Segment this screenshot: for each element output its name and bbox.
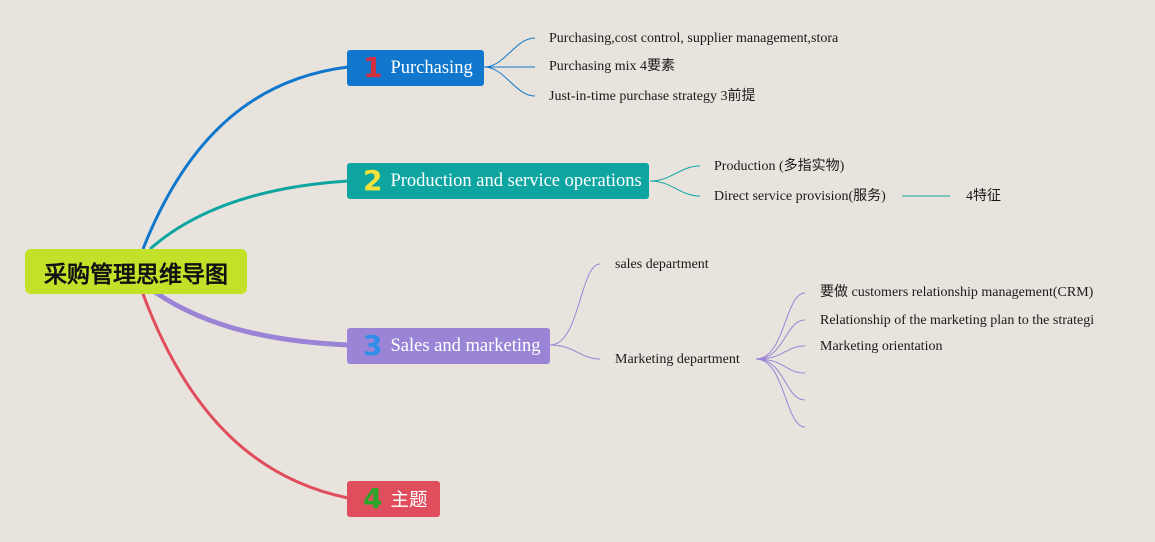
leaf-marketing-3[interactable]: Marketing orientation (820, 339, 943, 354)
branch-number-3: 3 (363, 329, 383, 362)
leaf-production-grandchild[interactable]: 4特征 (966, 189, 1001, 204)
root-label: 采购管理思维导图 (44, 261, 228, 288)
link-root-sales (153, 289, 349, 348)
leaf-production-2[interactable]: Direct service provision(服务) (714, 189, 886, 204)
link-root-purchasing (141, 65, 349, 250)
branch-label-purchasing: Purchasing (390, 57, 473, 78)
branch-number-2: 2 (363, 164, 383, 197)
leaf-sales-1[interactable]: sales department (615, 257, 709, 272)
leaf-purchasing-2[interactable]: Purchasing mix 4要素 (549, 59, 675, 74)
branch-sales[interactable]: 3 Sales and marketing (347, 328, 550, 364)
leaf-purchasing-3[interactable]: Just-in-time purchase strategy 3前提 (549, 89, 756, 104)
branch-label-topic: 主题 (390, 491, 428, 511)
link-root-production (149, 179, 349, 251)
leaf-production-1[interactable]: Production (多指实物) (714, 159, 845, 174)
leaf-sales-2[interactable]: Marketing department (615, 352, 740, 367)
branch-number-1: 1 (363, 51, 383, 84)
branch-production[interactable]: 2 Production and service operations (347, 163, 649, 199)
leaf-marketing-2[interactable]: Relationship of the marketing plan to th… (820, 313, 1094, 328)
branch-purchasing[interactable]: 1 Purchasing (347, 50, 484, 86)
leaf-marketing-1[interactable]: 要做 customers relationship management(CRM… (820, 285, 1094, 300)
root-node[interactable]: 采购管理思维导图 (25, 249, 247, 294)
branch-number-4: 4 (363, 482, 383, 515)
link-root-topic (141, 293, 349, 500)
branch-label-production: Production and service operations (390, 170, 642, 191)
branch-label-sales: Sales and marketing (390, 335, 541, 356)
branch-topic[interactable]: 4 主题 (347, 481, 440, 517)
leaf-purchasing-1[interactable]: Purchasing,cost control, supplier manage… (549, 31, 839, 46)
